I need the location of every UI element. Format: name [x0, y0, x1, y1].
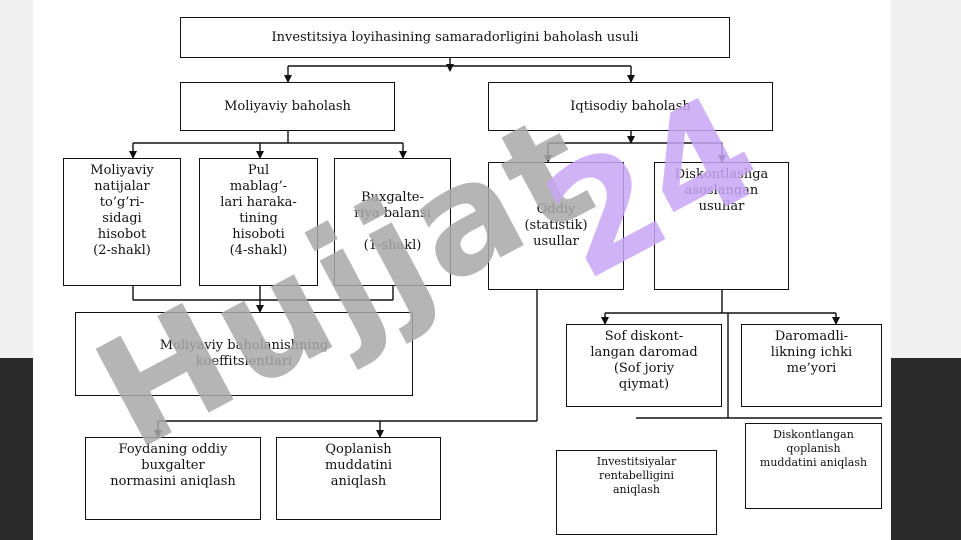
discounted-payback-box: Diskontlangan qoplanish muddatini aniqla… — [745, 423, 882, 509]
financial-coefficients-box: Moliyaviy baholanishning koeffitsientlar… — [75, 312, 413, 396]
economic-evaluation-box: Iqtisodiy baholash — [488, 82, 773, 131]
irr-box: Daromadli- likning ichki me’yori — [741, 324, 882, 407]
profitability-index-box: Investitsiyalar rentabelligini aniqlash — [556, 450, 717, 535]
discount-methods-box: Diskontlashga asoslangan usullar — [654, 162, 789, 290]
simple-profit-norm-box: Foydaning oddiy buxgalter normasini aniq… — [85, 437, 261, 520]
cashflow-report-box: Pul mablag’- lari haraka- tining hisobot… — [199, 158, 318, 286]
payback-period-box: Qoplanish muddatini aniqlash — [276, 437, 441, 520]
financial-evaluation-box: Moliyaviy baholash — [180, 82, 395, 131]
simple-methods-box: Oddiy (statistik) usullar — [488, 162, 624, 290]
title-box: Investitsiya loyihasining samaradorligin… — [180, 17, 730, 58]
balance-sheet-box: Buxgalte- riya balansi (1-shakl) — [334, 158, 451, 286]
financial-results-report-box: Moliyaviy natijalar to’g’ri- sidagi hiso… — [63, 158, 181, 286]
npv-box: Sof diskont- langan daromad (Sof joriy q… — [566, 324, 722, 407]
